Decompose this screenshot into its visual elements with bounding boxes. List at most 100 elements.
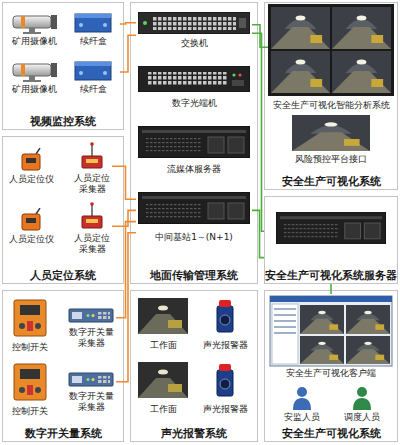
- list-row: [274, 314, 296, 316]
- risk-platform-screen: [292, 115, 370, 151]
- system-title: 人员定位系统: [3, 269, 123, 282]
- device-label: 交换机: [136, 38, 252, 49]
- alarm-device: [217, 300, 233, 332]
- device-box: 数字开关量采集器: [66, 368, 116, 414]
- video-pane: [271, 51, 330, 93]
- system-title: 数字开关量系统: [3, 427, 123, 440]
- locator-collector: [82, 202, 102, 228]
- device-box: 中间基站1～(N+1): [136, 188, 252, 244]
- device-label: 续纤盒: [66, 84, 120, 95]
- device-box: 安全生产可视化客户端: [268, 294, 394, 380]
- device-label: 工作面: [134, 340, 192, 351]
- device-box: 安全生产可视化智能分析系统: [268, 4, 394, 112]
- device-label: 数字光端机: [136, 98, 252, 109]
- system-server: [276, 212, 386, 243]
- cable-line: [330, 284, 332, 294]
- system-panel: 声光报警系统工作面声光报警器工作面声光报警器: [130, 290, 258, 442]
- cable-line: [116, 233, 136, 382]
- device-box: 人员定位采集器: [72, 202, 112, 256]
- device-box: 调度人员: [340, 384, 384, 424]
- device-label: 控制开关: [5, 406, 55, 417]
- device-box: 数字开关量采集器: [66, 304, 116, 350]
- device-label: 人员定位仪: [5, 234, 57, 245]
- device-label: 数字开关量采集器: [66, 327, 116, 349]
- list-row: [274, 326, 296, 328]
- device-box: 安监人员: [280, 384, 324, 424]
- client-video-pane: [300, 336, 344, 364]
- device-box: 流媒体服务器: [136, 122, 252, 176]
- optical-transceiver: [138, 66, 250, 92]
- device-label: 风险预控平台接口: [288, 154, 374, 165]
- device-box: 矿用摄像机: [5, 56, 63, 96]
- mine-camera: [13, 15, 57, 34]
- device-box: 风险预控平台接口: [288, 114, 374, 166]
- system-panel: 安全生产可视化系统安全生产可视化客户端安监人员 调度人员: [264, 290, 398, 442]
- cable-line: [120, 35, 136, 72]
- device-label: 声光报警器: [196, 340, 254, 351]
- device-label: 安全生产可视化客户端: [268, 368, 394, 379]
- device-box: 续纤盒: [66, 56, 120, 96]
- workface-photo: [138, 298, 188, 334]
- list-row: [274, 308, 296, 310]
- device-label: 人员定位采集器: [72, 233, 112, 255]
- system-panel: 视频监控系统矿用摄像机续纤盒矿用摄像机续纤盒: [2, 2, 124, 130]
- system-title: 地面传输管理系统: [131, 269, 257, 282]
- device-box: 控制开关: [5, 296, 55, 354]
- device-label: 工作面: [134, 404, 192, 415]
- locator-device: [22, 148, 40, 170]
- person-icon: [353, 387, 371, 410]
- video-pane: [332, 51, 391, 93]
- network-switch: [138, 12, 250, 34]
- device-label: 调度人员: [340, 412, 384, 423]
- device-box: 交换机: [136, 8, 252, 50]
- locator-device: [22, 208, 40, 230]
- cable-line: [112, 210, 136, 226]
- locator-collector: [82, 142, 102, 168]
- system-panel: 安全生产可视化系统安全生产可视化智能分析系统风险预控平台接口: [264, 2, 398, 190]
- video-pane: [271, 7, 330, 49]
- device-label: 安监人员: [280, 412, 324, 423]
- device-box: 人员定位采集器: [72, 142, 112, 196]
- system-panel: 安全生产可视化系统服务器: [264, 196, 398, 284]
- control-switch: [14, 364, 46, 400]
- device-label: 矿用摄像机: [5, 36, 63, 47]
- device-box: 控制开关: [5, 360, 55, 418]
- system-title: 安全生产可视化系统: [265, 175, 397, 188]
- monitor-frame: [268, 4, 394, 96]
- device-label: 中间基站1～(N+1): [136, 232, 252, 243]
- device-label: 续纤盒: [66, 36, 120, 47]
- system-panel: 人员定位系统人员定位仪人员定位采集器人员定位仪人员定位采集器: [2, 136, 124, 284]
- list-row: [274, 320, 296, 322]
- device-box: 续纤盒: [66, 8, 120, 48]
- device-box: 人员定位仪: [5, 206, 57, 246]
- client-video-pane: [346, 305, 390, 334]
- mine-camera: [13, 63, 57, 82]
- device-label: 人员定位采集器: [72, 173, 112, 195]
- system-title: 视频监控系统: [3, 115, 123, 128]
- base-station: [138, 192, 250, 224]
- system-title: 声光报警系统: [131, 427, 257, 440]
- cable-line: [116, 222, 136, 318]
- device-box: 工作面: [134, 296, 192, 352]
- device-label: 矿用摄像机: [5, 84, 63, 95]
- client-list: [272, 304, 298, 364]
- device-label: 流媒体服务器: [136, 164, 252, 175]
- control-switch: [14, 300, 46, 336]
- system-panel: 数字开关量系统控制开关数字开关量采集器控制开关数字开关量采集器: [2, 290, 124, 442]
- cable-line: [252, 25, 268, 47]
- video-pane: [332, 7, 391, 49]
- client-video-pane: [346, 336, 390, 364]
- device-label: 声光报警器: [196, 404, 254, 415]
- splice-box: [75, 62, 111, 80]
- client-titlebar: [270, 296, 392, 302]
- device-label: 安全生产可视化智能分析系统: [268, 100, 394, 111]
- cable-line: [252, 33, 264, 231]
- system-title: 安全生产可视化系统服务器: [265, 269, 397, 282]
- system-panel: 地面传输管理系统交换机数字光端机流媒体服务器中间基站1～(N+1): [130, 2, 258, 284]
- device-box: 声光报警器: [196, 360, 254, 416]
- device-label: 人员定位仪: [5, 174, 57, 185]
- system-title: 安全生产可视化系统: [265, 427, 397, 440]
- digital-collector: [69, 309, 113, 322]
